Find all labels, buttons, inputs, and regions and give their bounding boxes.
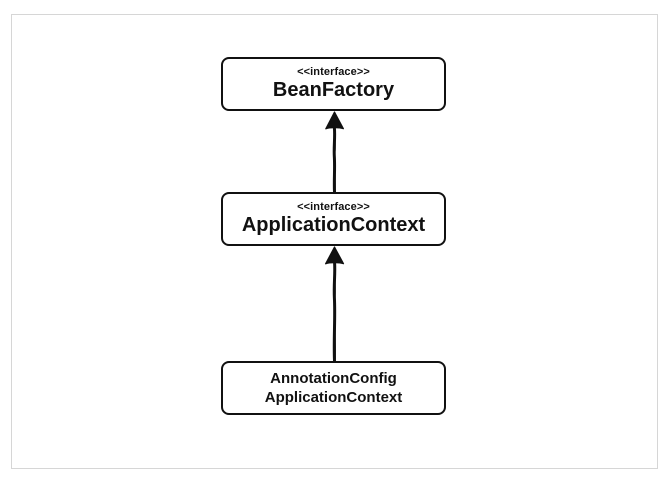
node-applicationcontext: <<interface>> ApplicationContext — [221, 192, 446, 246]
node-beanfactory: <<interface>> BeanFactory — [221, 57, 446, 111]
annotationconfig-name-line1: AnnotationConfig — [270, 370, 397, 387]
applicationcontext-name: ApplicationContext — [241, 214, 426, 236]
node-annotationconfigapplicationcontext: AnnotationConfig ApplicationContext — [221, 361, 446, 415]
applicationcontext-stereotype: <<interface>> — [297, 201, 370, 213]
beanfactory-stereotype: <<interface>> — [297, 66, 370, 78]
beanfactory-name: BeanFactory — [272, 79, 395, 101]
annotationconfig-name-line2: ApplicationContext — [264, 389, 403, 406]
